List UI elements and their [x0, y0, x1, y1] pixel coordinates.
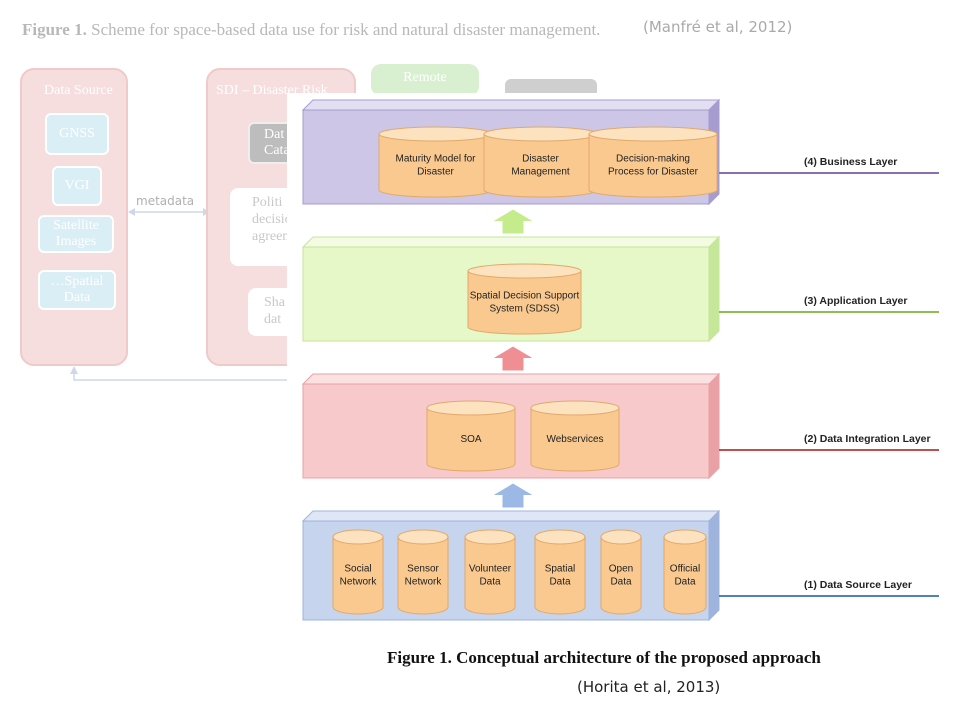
cylinder-top [530, 400, 620, 416]
cylinder-top [663, 529, 707, 545]
background-caption-text: Scheme for space-based data use for risk… [91, 20, 601, 39]
cylinder-body [588, 133, 718, 198]
layer-side-face [708, 509, 720, 622]
bottom-connector [70, 366, 296, 381]
citation-manfre: (Manfré et al, 2012) [643, 18, 793, 36]
cylinder-top [426, 400, 516, 416]
cylinder-top [467, 263, 582, 279]
metadata-arrow [128, 208, 210, 216]
cylinder-body [600, 536, 642, 615]
cylinder-top [378, 126, 493, 142]
architecture-caption-label: Figure 1. [387, 648, 452, 667]
cylinder-body [483, 133, 598, 198]
cylinder: Webservices [530, 400, 620, 472]
cylinder-body [378, 133, 493, 198]
layer-label: (3) Application Layer [804, 295, 907, 307]
cylinder-body [426, 407, 516, 472]
cylinder-body [332, 536, 384, 615]
cylinder-body [530, 407, 620, 472]
cylinder-top [534, 529, 586, 545]
layer-side-face [708, 372, 720, 480]
layer-label: (2) Data Integration Layer [804, 433, 931, 445]
remote-box: Remote [371, 64, 479, 96]
architecture-caption: Figure 1. Conceptual architecture of the… [387, 648, 821, 668]
layer-arrow-up [490, 345, 536, 372]
layer-arrow-up [490, 482, 536, 509]
cylinder-body [397, 536, 449, 615]
cylinder-body [464, 536, 516, 615]
cylinder-body [663, 536, 707, 615]
cylinder-top [397, 529, 449, 545]
cylinder-label: SOA [460, 434, 481, 445]
cylinder-top [483, 126, 598, 142]
data-source-item: Satellite Images [38, 215, 114, 253]
layer-top-face [301, 236, 721, 248]
background-caption: Figure 1. Scheme for space-based data us… [22, 20, 600, 40]
architecture-caption-text: Conceptual architecture of the proposed … [456, 648, 821, 667]
layer-top-face [301, 99, 721, 111]
cylinder-label: Webservices [546, 434, 603, 445]
cylinder-body [467, 270, 582, 335]
layer-arrow-up [490, 208, 536, 235]
layer-side-face [708, 235, 720, 343]
cylinder-top [332, 529, 384, 545]
cylinder-body [534, 536, 586, 615]
layer-integration: SOA Webservices (2) Data Integration Layer [301, 372, 939, 480]
layer-top-face [301, 373, 721, 385]
data-source-panel-title: Data Source [44, 83, 113, 98]
data-source-item: …Spatial Data [38, 270, 116, 310]
data-source-item: GNSS [45, 113, 109, 155]
data-source-item: VGI [52, 166, 102, 206]
cylinder-top [464, 529, 516, 545]
layer-label: (1) Data Source Layer [804, 579, 912, 591]
cylinder: SOA [426, 400, 516, 472]
metadata-label: metadata [136, 194, 195, 208]
layer-label: (4) Business Layer [804, 156, 897, 168]
citation-horita: (Horita et al, 2013) [577, 678, 721, 696]
cylinder-top [588, 126, 718, 142]
layer-top-face [301, 510, 721, 522]
background-caption-label: Figure 1. [22, 20, 87, 39]
cylinder-top [600, 529, 642, 545]
